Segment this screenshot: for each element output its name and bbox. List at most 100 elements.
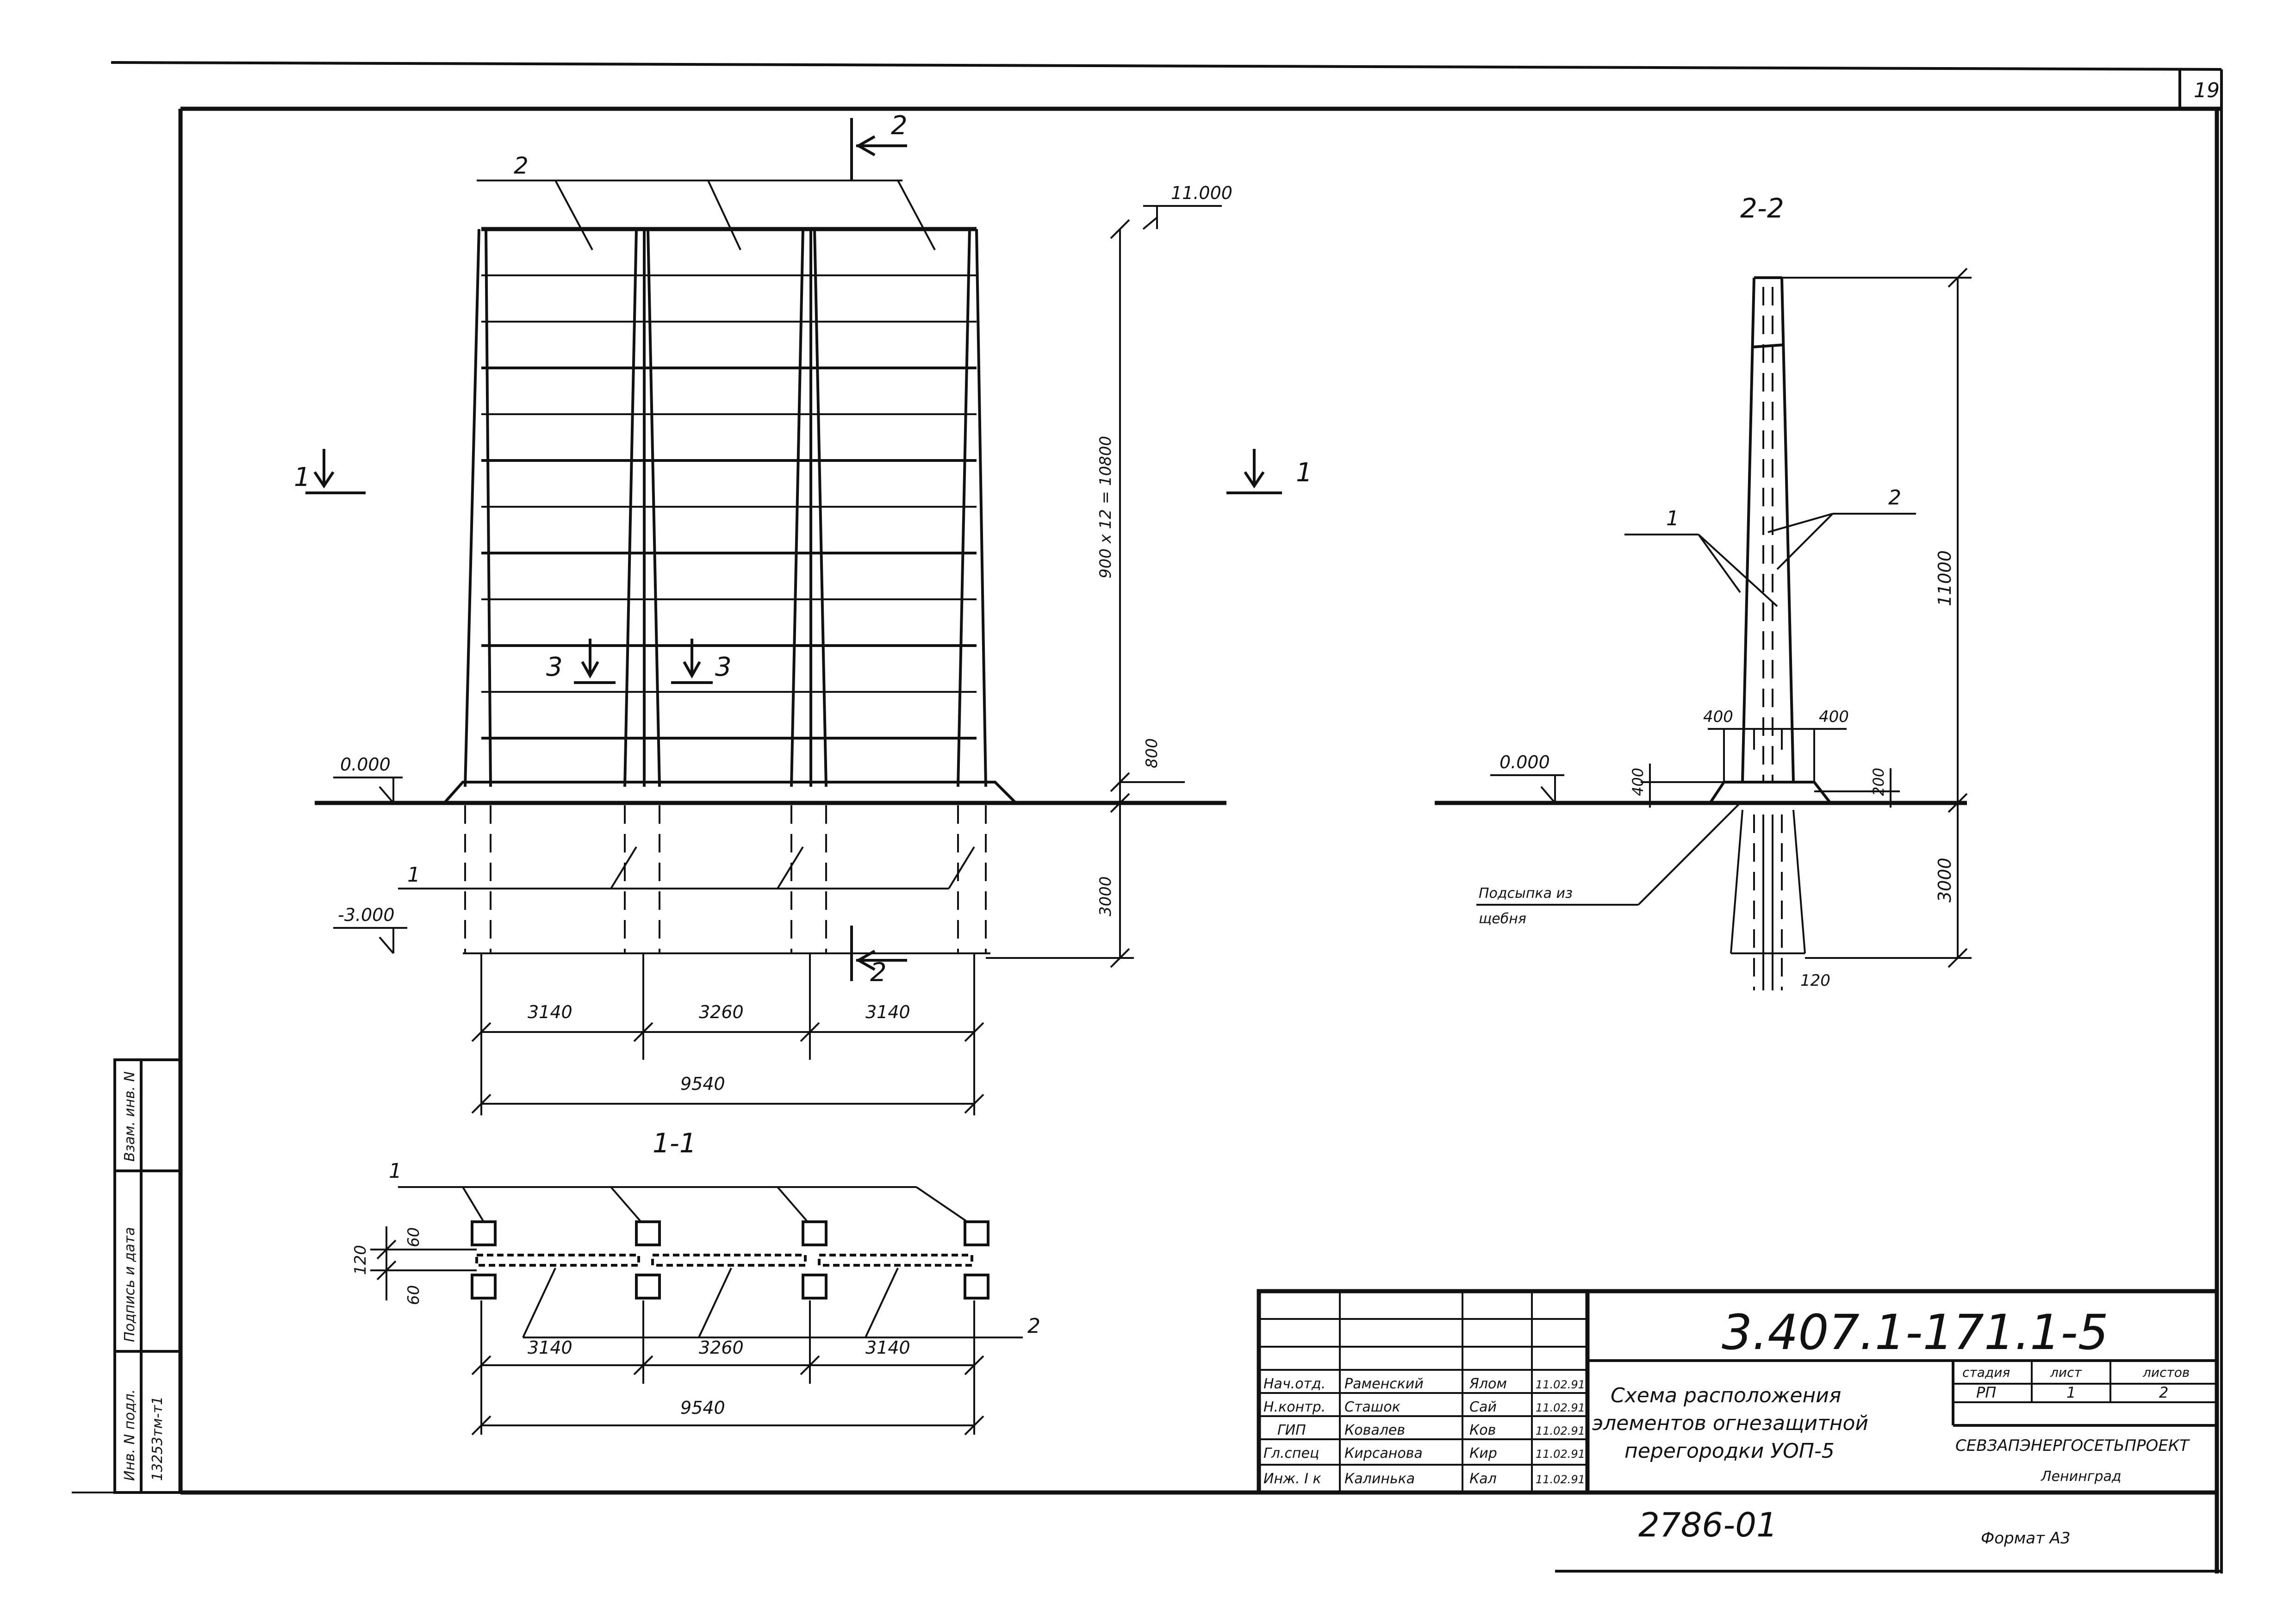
tb-description-2: элементов огнезащитной	[1592, 1412, 1868, 1435]
document-code: 3.407.1-171.1-5	[1722, 1304, 2109, 1361]
elevation-view	[315, 180, 1226, 954]
tb-date-5: 11.02.91	[1536, 1473, 1585, 1486]
plan-mark-1: 1	[389, 1159, 402, 1183]
plan-span-2: 3260	[699, 1337, 744, 1358]
sec22-pad-height-right: 200	[1870, 768, 1887, 796]
tb-role-2: Н.контр.	[1263, 1399, 1325, 1415]
tb-name-3: Ковалев	[1344, 1422, 1405, 1438]
level-mark-bottom	[333, 927, 407, 954]
elev-mark-1: 1	[407, 863, 420, 887]
tb-date-2: 11.02.91	[1536, 1401, 1585, 1414]
section-1-1-title: 1-1	[653, 1127, 697, 1159]
section-cut-3-right	[671, 639, 713, 684]
title-block-frame	[1257, 1289, 2219, 1495]
section-3-right-label: 3	[715, 652, 732, 682]
tb-date-1: 11.02.91	[1536, 1378, 1585, 1391]
tb-sheets-label: листов	[2142, 1365, 2190, 1380]
elev-height-dim: 900 x 12 = 10800	[1096, 436, 1115, 578]
tb-sig-1: Ялом	[1469, 1376, 1507, 1392]
level-bottom-label: -3.000	[338, 905, 395, 925]
sec22-ground-label: 0.000	[1500, 752, 1550, 772]
tb-sig-2: Сай	[1469, 1399, 1497, 1415]
tb-description-3: перегородки УОП-5	[1624, 1439, 1835, 1463]
stamp-replaced-inv: Взам. инв. N	[122, 1071, 138, 1162]
section-2-2-view	[1435, 267, 1972, 990]
plan-dim-120: 120	[351, 1245, 370, 1275]
tb-name-4: Кирсанова	[1344, 1445, 1423, 1461]
tb-sheet-value: 1	[2066, 1384, 2076, 1401]
tb-date-4: 11.02.91	[1536, 1448, 1585, 1461]
elev-span-2: 3260	[699, 1002, 744, 1022]
section-2-bottom-label: 2	[870, 958, 887, 988]
tb-name-1: Раменский	[1344, 1376, 1424, 1392]
stamp-signature-date: Подпись и дата	[122, 1227, 138, 1343]
column-3	[790, 229, 828, 953]
tb-sig-5: Кал	[1469, 1471, 1497, 1487]
tb-sheet-label: лист	[2050, 1365, 2082, 1380]
tb-sheets-value: 2	[2159, 1384, 2168, 1401]
sec22-pad-height-left: 400	[1629, 768, 1647, 796]
plan-dim-60-top: 60	[404, 1227, 423, 1247]
elevation-vertical-dims	[986, 219, 1185, 968]
sec22-underground-dim: 3000	[1935, 858, 1955, 902]
sec22-level-mark	[1490, 774, 1564, 804]
archive-number: 2786-01	[1638, 1505, 1778, 1544]
tb-stage-label: стадия	[1962, 1365, 2010, 1380]
sec22-thickness: 120	[1800, 971, 1830, 990]
tb-name-5: Калинька	[1344, 1471, 1415, 1487]
level-top-label: 11.000	[1171, 183, 1232, 203]
elev-base-dim: 800	[1143, 738, 1161, 768]
section-2-top-label: 2	[891, 111, 908, 141]
level-ground-label: 0.000	[340, 754, 391, 775]
tb-role-5: Инж. I к	[1263, 1471, 1321, 1487]
plan-span-3: 3140	[865, 1337, 910, 1358]
plan-total-span: 9540	[680, 1398, 725, 1418]
tb-description-1: Схема расположения	[1611, 1384, 1841, 1407]
tb-stage-value: РП	[1976, 1384, 1996, 1401]
tb-sig-4: Кир	[1469, 1445, 1497, 1461]
elev-underground-dim: 3000	[1096, 876, 1115, 916]
elevation-panels	[481, 274, 977, 783]
tb-organization: СЕВЗАПЭНЕРГОСЕТЬПРОЕКТ	[1955, 1436, 2190, 1455]
level-mark-top	[1142, 205, 1222, 230]
section-3-left-label: 3	[546, 652, 563, 682]
tb-role-3: ГИП	[1277, 1422, 1306, 1438]
section-cut-2-bottom	[850, 926, 907, 981]
section-1-1-plan	[370, 1186, 1023, 1436]
sheet-number: 19	[2194, 79, 2220, 102]
sec22-mark-2: 2	[1888, 486, 1901, 510]
stamp-inventory-no: Инв. N подл.	[122, 1389, 138, 1481]
elev-total-span: 9540	[680, 1074, 725, 1094]
tb-sig-3: Ков	[1469, 1422, 1496, 1438]
tb-role-4: Гл.спец	[1263, 1445, 1319, 1461]
sheet-format: Формат А3	[1981, 1529, 2071, 1548]
section-cut-1-left	[305, 449, 366, 494]
section-cut-1-right	[1226, 449, 1282, 494]
stamp-inventory-value: 13253тм-т1	[149, 1396, 166, 1481]
sec22-left-offset: 400	[1703, 708, 1733, 726]
sec22-gravel-line2: щебня	[1479, 911, 1526, 927]
tb-name-2: Сташок	[1344, 1399, 1400, 1415]
elev-mark-2: 2	[514, 152, 529, 179]
column-2	[623, 229, 661, 953]
left-stamp	[113, 1058, 182, 1494]
sec22-gravel-line1: Подсыпка из	[1479, 885, 1573, 902]
section-1-right-label: 1	[1296, 458, 1313, 488]
plan-span-1: 3140	[528, 1337, 572, 1358]
sec22-right-offset: 400	[1819, 708, 1849, 726]
column-4	[957, 229, 987, 953]
section-cut-3-left	[574, 639, 616, 684]
tb-role-1: Нач.отд.	[1263, 1376, 1325, 1392]
tb-date-3: 11.02.91	[1536, 1424, 1585, 1437]
elev-span-3: 3140	[865, 1002, 910, 1022]
plan-dim-60-bottom: 60	[404, 1285, 423, 1305]
column-1	[464, 229, 492, 953]
section-cut-2-top	[850, 118, 907, 180]
section-1-left-label: 1	[294, 462, 311, 492]
level-mark-ground	[333, 777, 403, 804]
elevation-horizontal-dims	[471, 953, 984, 1115]
sec22-height-dim: 11000	[1935, 550, 1955, 606]
plan-mark-2: 2	[1027, 1314, 1040, 1338]
section-2-2-title: 2-2	[1740, 193, 1784, 224]
